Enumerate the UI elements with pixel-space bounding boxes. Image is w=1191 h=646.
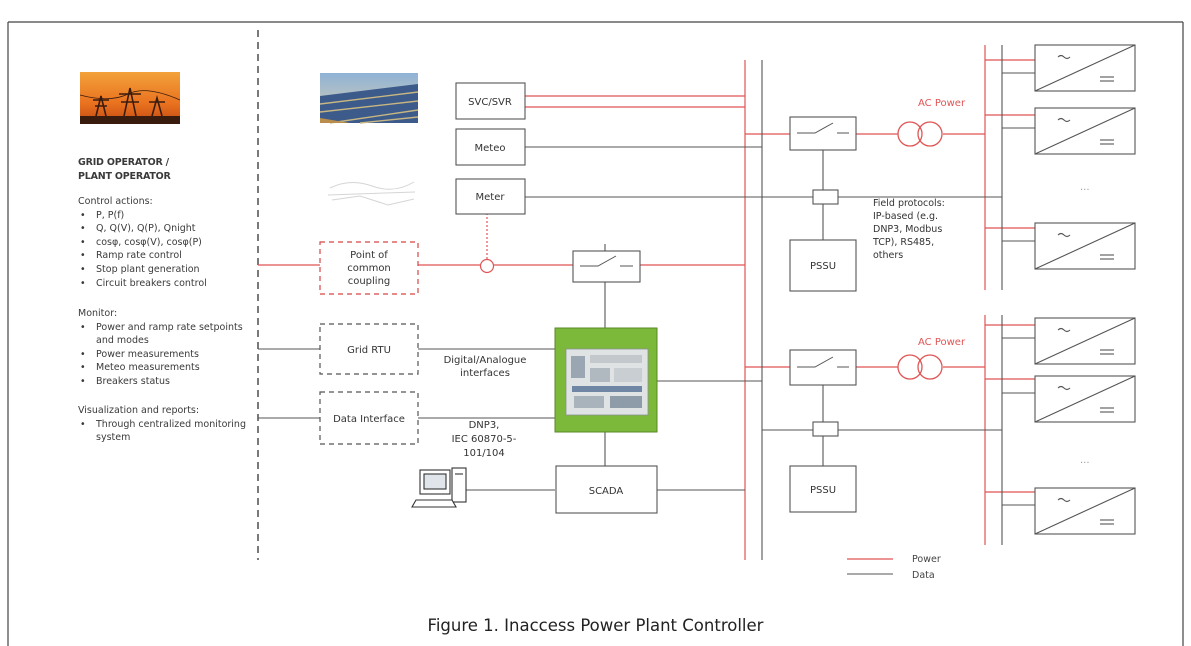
field-protocols-1: Field protocols:: [873, 198, 945, 209]
computer-icon: [411, 467, 467, 508]
figure-caption: Figure 1. Inaccess Power Plant Controlle…: [427, 616, 764, 635]
list-item: P, P(f): [78, 209, 258, 223]
meter-label: Meter: [476, 192, 506, 203]
dnp3-label-2: IEC 60870-5-: [452, 434, 517, 445]
dnp3-label-1: DNP3,: [469, 420, 500, 431]
list-item: cosφ, cosφ(V), cosφ(P): [78, 236, 258, 250]
ac-power-top-label: AC Power: [918, 98, 966, 109]
svc-svr-label: SVC/SVR: [468, 97, 512, 108]
solar-field-image: [319, 73, 419, 124]
list-item: Circuit breakers control: [78, 277, 258, 291]
transformer-top: [897, 121, 943, 147]
list-item: Stop plant generation: [78, 263, 258, 277]
field-protocols-4: TCP), RS485,: [872, 237, 934, 248]
inverter-box: [1034, 487, 1136, 535]
pssu-top-label: PSSU: [810, 261, 836, 272]
inverter-box: [1034, 375, 1136, 423]
inverter-box: [1034, 107, 1136, 155]
control-actions-heading: Control actions:: [78, 196, 153, 207]
list-item: Breakers status: [78, 375, 248, 389]
list-item: Ramp rate control: [78, 249, 258, 263]
field-protocols-5: others: [873, 250, 903, 261]
inverter-box: [1034, 317, 1136, 365]
inverter-dots-bottom: ...: [1080, 455, 1090, 466]
meter-box: [455, 178, 526, 215]
operator-title-line-2: PLANT OPERATOR: [78, 170, 171, 182]
ac-power-bottom-label: AC Power: [918, 337, 966, 348]
pcc-label-2: common: [347, 263, 391, 274]
monitor-heading: Monitor:: [78, 308, 118, 319]
monitor-section: Monitor: Power and ramp rate setpoints a…: [78, 307, 248, 389]
meteo-box: [455, 128, 526, 166]
inverter-box: [1034, 222, 1136, 270]
faint-chart-graphic: [327, 181, 416, 206]
data-lines: [258, 45, 1035, 575]
grid-towers-image: [79, 72, 181, 124]
inverter-dots-top: ...: [1080, 182, 1090, 193]
list-item: Through centralized monitoring system: [78, 418, 248, 445]
scada-box: [555, 465, 658, 514]
monitor-list: Power and ramp rate setpoints and modes …: [78, 321, 248, 389]
pssu-top-box: [789, 239, 857, 292]
digital-analogue-label-2: interfaces: [460, 368, 510, 379]
inverter-box: [1034, 44, 1136, 92]
data-interface-label: Data Interface: [333, 414, 405, 425]
pssu-bottom-label: PSSU: [810, 485, 836, 496]
meteo-label: Meteo: [475, 143, 506, 154]
digital-analogue-label-1: Digital/Analogue: [444, 355, 527, 366]
page-frame: [7, 21, 1184, 646]
connector-bottom: [812, 421, 839, 437]
inverters: [1034, 44, 1136, 535]
pssu-bottom-box: [789, 465, 857, 513]
list-item: Q, Q(V), Q(P), Qnight: [78, 222, 258, 236]
scada-label: SCADA: [589, 486, 624, 497]
svc-svr-box: [455, 82, 526, 120]
pcc-label-3: coupling: [348, 276, 391, 287]
grid-rtu-label: Grid RTU: [347, 345, 391, 356]
transformer-bottom: [897, 354, 943, 380]
operator-title-line-1: GRID OPERATOR /: [78, 157, 169, 168]
field-protocols-2: IP-based (e.g.: [873, 211, 938, 222]
connector-top: [812, 189, 839, 205]
control-actions-list: P, P(f) Q, Q(V), Q(P), Qnight cosφ, cosφ…: [78, 209, 258, 291]
switch-glyphs: [580, 122, 849, 368]
pcc-box: [319, 241, 419, 295]
power-lines: [258, 45, 1035, 560]
field-protocols-3: DNP3, Modbus: [873, 224, 942, 235]
grid-rtu-box: [319, 323, 419, 375]
list-item: Meteo measurements: [78, 361, 248, 375]
operator-title: GRID OPERATOR / PLANT OPERATOR: [78, 156, 171, 183]
data-interface-box: [319, 391, 419, 445]
legend-data-label: Data: [912, 570, 935, 581]
visualization-list: Through centralized monitoring system: [78, 418, 248, 445]
list-item: Power measurements: [78, 348, 248, 362]
visualization-section: Visualization and reports: Through centr…: [78, 404, 248, 445]
control-actions-section: Control actions: P, P(f) Q, Q(V), Q(P), …: [78, 195, 258, 290]
list-item: Power and ramp rate setpoints and modes: [78, 321, 248, 348]
legend-power-label: Power: [912, 554, 941, 565]
visualization-heading: Visualization and reports:: [78, 405, 200, 416]
power-plant-controller: [554, 327, 658, 433]
dnp3-label-3: 101/104: [463, 448, 505, 459]
pcc-label-1: Point of: [350, 250, 388, 261]
